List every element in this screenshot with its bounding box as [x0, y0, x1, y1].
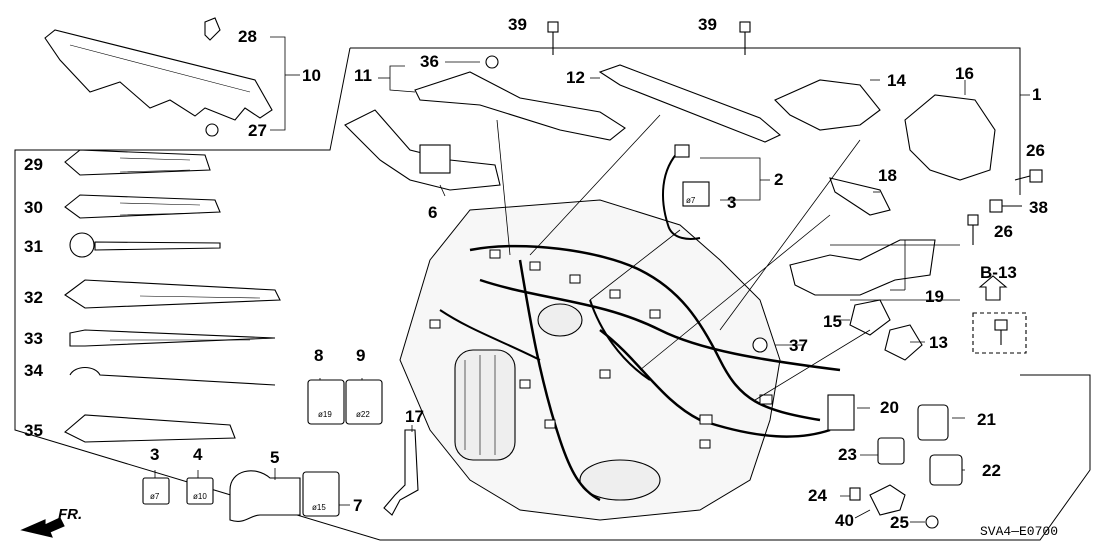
- callout-27: 27: [248, 121, 267, 140]
- diagram-code: SVA4—E0700: [980, 524, 1059, 539]
- callout-36: 36: [420, 52, 439, 71]
- callout-32: 32: [24, 288, 43, 307]
- callout-33: 33: [24, 329, 43, 348]
- diameter-mark-7: ø15: [312, 503, 326, 512]
- diameter-mark-3-lower: ø7: [150, 492, 160, 501]
- callout-38: 38: [1029, 198, 1048, 217]
- callout-11: 11: [354, 66, 372, 85]
- callout-10: 10: [302, 66, 321, 85]
- callout-22: 22: [982, 461, 1001, 480]
- callout-26-upper: 26: [1026, 141, 1045, 160]
- callout-35: 35: [24, 421, 43, 440]
- callout-3-grommet: 3: [727, 193, 737, 212]
- callout-23: 23: [838, 445, 857, 464]
- callout-28: 28: [238, 27, 257, 46]
- callout-40: 40: [835, 511, 854, 530]
- callout-14: 14: [887, 71, 906, 90]
- diameter-mark-3-upper: ø7: [686, 196, 696, 205]
- callout-9: 9: [356, 346, 366, 365]
- diameter-mark-9: ø22: [356, 410, 370, 419]
- callout-34: 34: [24, 361, 43, 380]
- callout-12: 12: [566, 68, 585, 87]
- callout-1: 1: [1032, 85, 1042, 104]
- callout-24: 24: [808, 486, 827, 505]
- callout-30: 30: [24, 198, 43, 217]
- callout-3-clip: 3: [150, 445, 160, 464]
- callout-4: 4: [193, 445, 203, 464]
- callout-20: 20: [880, 398, 899, 417]
- reference-label: B-13: [980, 263, 1017, 282]
- callout-5: 5: [270, 448, 280, 467]
- callout-25: 25: [890, 513, 909, 532]
- callout-26-lower: 26: [994, 222, 1013, 241]
- callout-17: 17: [405, 407, 424, 426]
- callout-29: 29: [24, 155, 43, 174]
- callout-31: 31: [24, 237, 43, 256]
- callout-39-right: 39: [698, 15, 717, 34]
- callout-16: 16: [955, 64, 974, 83]
- callout-18: 18: [878, 166, 897, 185]
- callout-13: 13: [929, 333, 948, 352]
- callout-19: 19: [925, 287, 944, 306]
- callout-21: 21: [977, 410, 996, 429]
- diameter-mark-4: ø10: [193, 492, 207, 501]
- front-direction-label: FR.: [58, 506, 83, 523]
- callout-37: 37: [789, 336, 808, 355]
- callout-6: 6: [428, 203, 438, 222]
- callout-15: 15: [823, 312, 842, 331]
- callout-39-left: 39: [508, 15, 527, 34]
- callout-2: 2: [774, 170, 784, 189]
- diameter-mark-8: ø19: [318, 410, 332, 419]
- callout-8: 8: [314, 346, 324, 365]
- callout-7: 7: [353, 496, 363, 515]
